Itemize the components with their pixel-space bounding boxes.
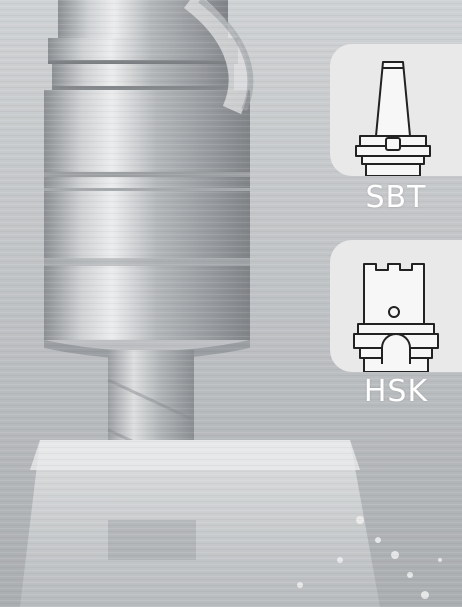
hsk-label: HSK [363,374,429,409]
hsk-holder-card [330,240,462,372]
sbt-holder-card [330,44,462,176]
hsk-tool-holder-icon [353,263,439,372]
bt-taper-tool-holder-icon [355,61,431,176]
sbt-label: SBT [365,180,427,215]
